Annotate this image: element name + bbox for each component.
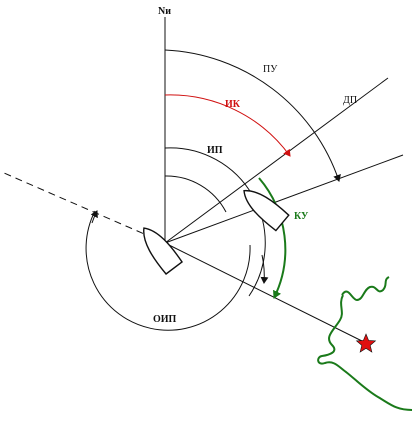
label-oip: ОИП [153,314,177,325]
label-ku: КУ [294,211,309,222]
label-dp: ДП [343,95,357,106]
ship-icon [243,190,290,232]
label-ik: ИК [225,99,241,110]
arc-ip-tip [260,254,269,284]
star-icon [355,333,377,353]
arc-oip [85,210,251,331]
label-north: Nи [158,6,171,17]
course-line-2 [164,154,404,244]
arc-ik [164,94,291,157]
reverse-bearing-line [3,172,166,244]
arc-ku [258,177,287,299]
label-ip: ИП [207,145,223,156]
bearing-line [164,242,367,344]
arc-oip-head [90,210,98,224]
arc-inner [164,175,227,213]
arc-pu [164,49,341,182]
coastline [317,276,413,411]
course-line-dp [164,77,389,244]
label-pu: ПУ [263,64,278,75]
arc-ip [164,147,266,297]
ship-icon [143,227,183,275]
